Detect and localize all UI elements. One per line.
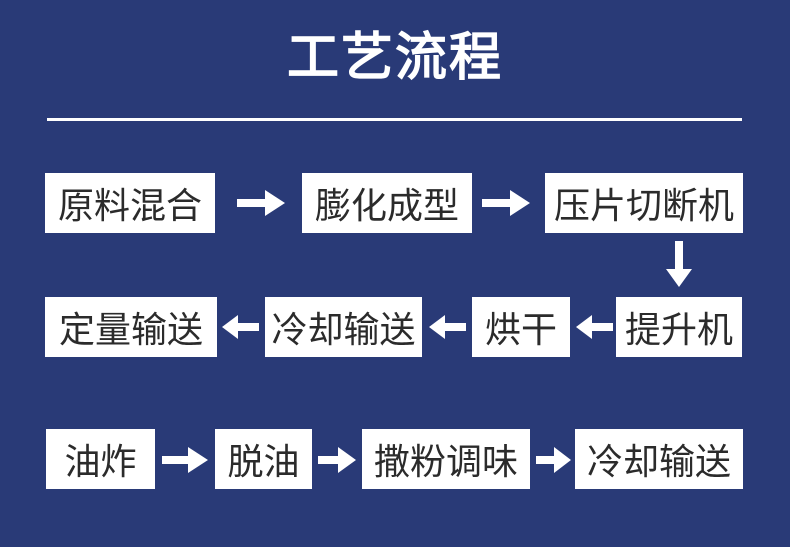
flow-step-raw-material-mixing: 原料混合 [45, 173, 215, 233]
flow-step-slicing-cutting-machine: 压片切断机 [545, 173, 743, 233]
arrow-right-icon [536, 447, 571, 473]
flow-step-cooling-conveying-final: 冷却输送 [575, 429, 743, 489]
flow-step-powder-seasoning: 撒粉调味 [362, 429, 530, 489]
flow-step-deoiling: 脱油 [215, 429, 312, 489]
title-divider [47, 118, 742, 121]
flow-step-frying: 油炸 [46, 429, 155, 489]
flow-step-drying: 烘干 [472, 297, 570, 357]
arrow-left-icon [429, 315, 466, 339]
page-title: 工艺流程 [286, 29, 503, 87]
arrow-left-icon [576, 315, 613, 339]
flow-step-extrusion-forming: 膨化成型 [302, 173, 472, 233]
arrow-right-icon [482, 190, 530, 216]
flow-step-quantitative-conveying: 定量输送 [45, 297, 217, 357]
arrow-right-icon [237, 190, 285, 216]
flow-step-cooling-conveying: 冷却输送 [265, 297, 422, 357]
arrow-right-icon [162, 447, 208, 473]
arrow-right-icon [318, 447, 356, 473]
arrow-left-icon [222, 315, 259, 339]
flow-step-elevator: 提升机 [616, 297, 742, 357]
arrow-down-icon [666, 241, 692, 287]
